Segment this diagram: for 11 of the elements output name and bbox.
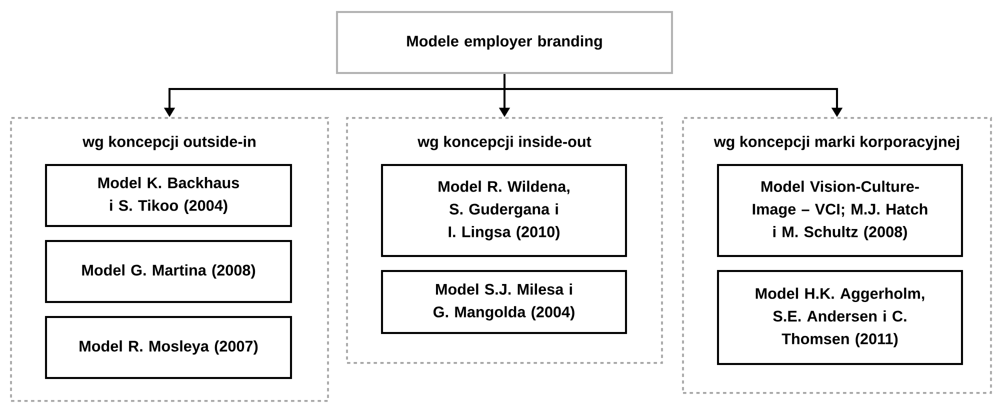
title-box: Modele employer branding [336, 11, 673, 74]
model-box: Model R. Wildena, S. Gudergana i I. Lingsa (2010) [381, 164, 627, 257]
model-box: Model R. Mosleya (2007) [45, 316, 292, 379]
model-box: Model S.J. Milesa i G. Mangolda (2004) [381, 270, 627, 334]
model-box: Model Vision-Culture-Image – VCI; M.J. Hatch i M. Schultz (2008) [717, 164, 963, 257]
group-heading: wg koncepcji outside-in [82, 136, 256, 150]
model-box: Model H.K. Aggerholm, S.E. Andersen i C. Thomsen (2011) [717, 270, 963, 365]
group-heading: wg koncepcji inside-out [418, 136, 592, 150]
model-box: Model G. Martina (2008) [45, 240, 292, 303]
model-box: Model K. Backhaus i S. Tikoo (2004) [45, 164, 292, 227]
group-heading: wg koncepcji marki korporacyjnej [714, 136, 960, 150]
